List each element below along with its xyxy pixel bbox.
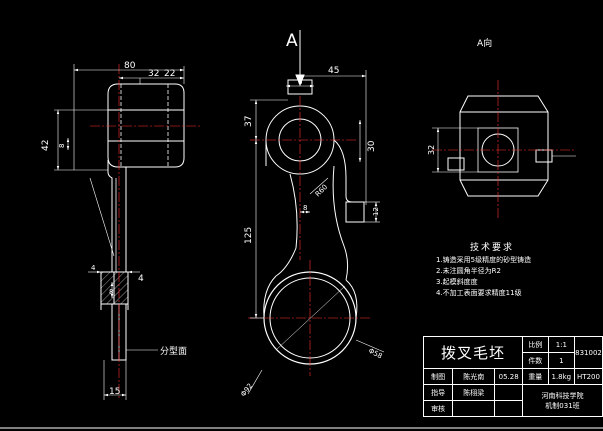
note-item: 4.不加工表面要求精度11级 [436,289,522,297]
guide-name: 陈栩梁 [452,384,496,401]
left-view-dimensions [54,64,185,400]
dim-4a: 4 [91,264,96,272]
front-view [248,30,372,376]
material: HT200 [573,368,603,385]
notes-title: 技术要求 [470,243,515,253]
dim-8b: 8 [109,288,113,296]
drawing-number: 831002 [573,336,603,369]
dim-42: 42 [41,140,51,151]
dim-37: 37 [244,116,254,127]
drawn-name: 陈光南 [452,368,496,385]
title-block: 拨叉毛坯 比例 1:1 831002 件数 1 制图 陈光南 05.28 重量 … [422,336,603,417]
technical-requirements: 技术要求 1.铸造采用5级精度的砂型铸造 2.未注圆角半径为R2 3.起模斜度度… [436,241,531,299]
a-view [432,80,576,220]
a-view-dimensions [432,127,576,173]
dim-phi58: Φ58 [367,347,383,361]
dim-125: 125 [244,227,254,244]
scale-label: 比例 [521,336,549,353]
weight-label: 重量 [521,368,549,385]
dim-15: 15 [109,387,120,397]
school-cell: 河南科技学院 机制031班 [521,384,603,417]
dim-32: 32 [148,69,159,79]
dim-r60: R60 [314,183,329,198]
class-name: 机制031班 [545,401,580,410]
qty-label: 件数 [521,352,549,369]
qty-value: 1 [547,352,575,369]
dim-80: 80 [124,61,136,71]
dim-8-top: 8 [298,78,302,86]
note-item: 1.铸造采用5级精度的砂型铸造 [436,256,532,264]
note-item: 3.起模斜度度 [436,278,478,286]
dim-8: 8 [58,144,66,148]
dim-22: 22 [164,69,175,79]
parting-label: 分型面 [160,346,187,357]
view-a-arrow-label: A [286,31,298,51]
front-view-dimensions [247,70,385,395]
dim-phi92: Φ92 [239,382,254,398]
dim-32-right: 32 [427,145,436,155]
scale-value: 1:1 [547,336,575,353]
left-view [90,64,200,398]
drawn-date: 05.28 [494,368,523,385]
view-a-label: A向 [477,37,492,49]
dim-4b: 4 [138,274,144,284]
school-name: 河南科技学院 [541,391,584,400]
dim-8-mid: 8 [303,204,307,212]
dim-45: 45 [328,66,339,76]
guide-label: 指导 [422,384,454,401]
dim-12: 12 [372,207,380,216]
weight-value: 1.8kg [547,368,575,385]
review-label: 审核 [422,400,454,417]
drawn-label: 制图 [422,368,454,385]
part-name: 拨叉毛坯 [423,336,523,369]
dim-30: 30 [367,140,377,152]
note-item: 2.未注圆角半径为R2 [436,267,501,275]
